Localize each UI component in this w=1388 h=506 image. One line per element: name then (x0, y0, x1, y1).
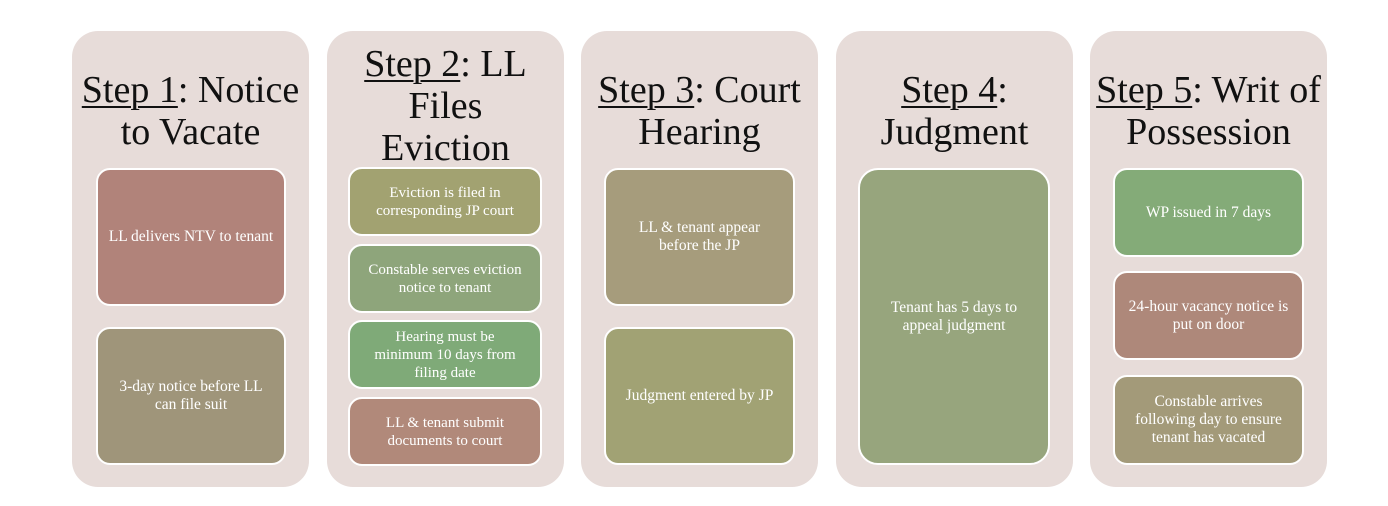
step-3-column: Step 3: Court Hearing LL & tenant appear… (581, 31, 818, 487)
step-2-box-1: Eviction is filed in corresponding JP co… (348, 167, 542, 236)
step-2-title: Step 2: LL Files Eviction (327, 43, 564, 169)
step-2-box-2-text: Constable serves eviction notice to tena… (368, 261, 522, 296)
step-2-label: Step 2 (364, 43, 461, 85)
step-3-box-2: Judgment entered by JP (604, 327, 795, 465)
step-1-title: Step 1: Notice to Vacate (72, 69, 309, 153)
step-5-box-2: 24-hour vacancy notice is put on door (1113, 271, 1304, 360)
step-2-box-1-text: Eviction is filed in corresponding JP co… (376, 184, 514, 219)
step-1-box-1: LL delivers NTV to tenant (96, 168, 286, 306)
step-4-label: Step 4 (901, 69, 998, 111)
step-3-box-2-text: Judgment entered by JP (625, 387, 774, 404)
step-3-box-1: LL & tenant appear before the JP (604, 168, 795, 306)
step-3-label: Step 3 (598, 69, 695, 111)
step-5-box-3-text: Constable arrives following day to ensur… (1135, 393, 1282, 446)
step-1-label: Step 1 (81, 69, 178, 111)
step-4-box-1: Tenant has 5 days to appeal judgment (858, 168, 1050, 465)
step-1-box-1-text: LL delivers NTV to tenant (108, 228, 274, 245)
step-5-box-1: WP issued in 7 days (1113, 168, 1304, 257)
step-1-title-text: : Notice to Vacate (120, 69, 300, 153)
step-3-title: Step 3: Court Hearing (581, 69, 818, 153)
step-1-box-2: 3-day notice before LL can file suit (96, 327, 286, 465)
step-4-title: Step 4: Judgment (836, 69, 1073, 153)
step-1-column: Step 1: Notice to Vacate LL delivers NTV… (72, 31, 309, 487)
step-2-box-3-text: Hearing must be minimum 10 days from fil… (374, 328, 516, 381)
step-2-title-text: : LL Files Eviction (381, 43, 527, 169)
step-1-box-2-text: 3-day notice before LL can file suit (119, 378, 263, 413)
step-4-column: Step 4: Judgment Tenant has 5 days to ap… (836, 31, 1073, 487)
step-5-label: Step 5 (1096, 69, 1193, 111)
step-3-box-1-text: LL & tenant appear before the JP (638, 219, 761, 254)
step-4-title-text: : Judgment (880, 69, 1029, 153)
step-5-column: Step 5: Writ of Possession WP issued in … (1090, 31, 1327, 487)
step-2-box-2: Constable serves eviction notice to tena… (348, 244, 542, 313)
step-5-box-2-text: 24-hour vacancy notice is put on door (1128, 297, 1289, 333)
step-5-box-1-text: WP issued in 7 days (1145, 203, 1272, 221)
step-2-box-3: Hearing must be minimum 10 days from fil… (348, 320, 542, 389)
step-2-column: Step 2: LL Files Eviction Eviction is fi… (327, 31, 564, 487)
step-4-box-1-text: Tenant has 5 days to appeal judgment (890, 298, 1018, 334)
step-5-title: Step 5: Writ of Possession (1090, 69, 1327, 153)
step-3-title-text: : Court Hearing (638, 69, 801, 153)
step-5-title-text: : Writ of Possession (1126, 69, 1321, 153)
step-2-box-4: LL & tenant submit documents to court (348, 397, 542, 466)
step-5-box-3: Constable arrives following day to ensur… (1113, 375, 1304, 465)
step-2-box-4-text: LL & tenant submit documents to court (385, 414, 505, 449)
